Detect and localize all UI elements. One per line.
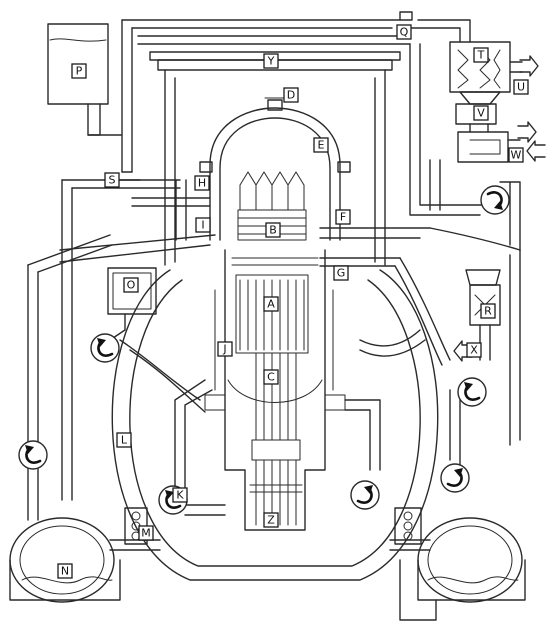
right-arrow-icon	[519, 55, 539, 77]
label-c-text: C	[267, 371, 275, 384]
label-r-text: R	[484, 305, 492, 318]
label-v-text: V	[477, 107, 485, 120]
label-d: D	[283, 87, 299, 103]
label-o: O	[123, 277, 139, 293]
curved-arrow-icon	[90, 333, 120, 363]
label-r: R	[480, 303, 496, 319]
label-o-text: O	[127, 279, 136, 292]
label-e-text: E	[318, 139, 325, 152]
label-l-text: L	[121, 434, 128, 447]
label-w: W	[508, 147, 524, 163]
label-w-text: W	[511, 149, 522, 162]
label-z-text: Z	[267, 514, 275, 527]
label-i: I	[195, 217, 211, 233]
label-c: C	[263, 369, 279, 385]
label-u-text: U	[517, 81, 525, 94]
label-y: Y	[263, 53, 279, 69]
reactor-vessel	[199, 97, 351, 531]
label-n: N	[57, 563, 73, 579]
label-t: T	[473, 47, 489, 63]
label-m-text: M	[141, 527, 151, 540]
label-m: M	[138, 525, 154, 541]
label-s-text: S	[109, 174, 116, 187]
curved-arrow-icon	[457, 377, 487, 407]
label-a: A	[263, 296, 279, 312]
curved-arrow-icon	[18, 440, 48, 470]
label-a-text: A	[267, 298, 275, 311]
label-f: F	[335, 209, 351, 225]
label-b-text: B	[269, 224, 277, 237]
curved-arrow-icon	[440, 463, 470, 493]
label-h-text: H	[198, 177, 206, 190]
label-p-text: P	[76, 65, 83, 78]
label-u: U	[513, 79, 529, 95]
label-l: L	[116, 432, 132, 448]
label-x: X	[466, 342, 482, 358]
label-h: H	[194, 175, 210, 191]
left-arrow-icon	[526, 140, 546, 162]
label-f-text: F	[340, 211, 346, 224]
label-x-text: X	[470, 344, 478, 357]
label-i-text: I	[201, 219, 204, 232]
right-arrow-icon	[517, 121, 537, 143]
label-y-text: Y	[267, 55, 275, 68]
label-k-text: K	[176, 489, 184, 502]
label-g-text: G	[337, 267, 346, 280]
label-q-text: Q	[400, 26, 409, 39]
curved-arrow-icon	[480, 185, 510, 215]
label-q: Q	[396, 24, 412, 40]
curved-arrow-icon	[350, 480, 380, 510]
label-v: V	[473, 105, 489, 121]
top-left-circuit	[47, 19, 411, 241]
label-n-text: N	[61, 565, 69, 578]
label-p: P	[71, 63, 87, 79]
label-b: B	[265, 222, 281, 238]
right-circuit	[319, 11, 526, 621]
label-e: E	[313, 137, 329, 153]
left-arrow-icon	[453, 340, 473, 362]
containment-outline	[111, 51, 439, 581]
label-j: J	[217, 341, 233, 357]
label-g: G	[333, 265, 349, 281]
label-s: S	[104, 172, 120, 188]
label-z: Z	[263, 512, 279, 528]
label-d-text: D	[287, 89, 295, 102]
label-j-text: J	[222, 343, 226, 356]
left-circuit	[9, 179, 226, 603]
label-k: K	[172, 487, 188, 503]
label-t-text: T	[477, 49, 485, 62]
